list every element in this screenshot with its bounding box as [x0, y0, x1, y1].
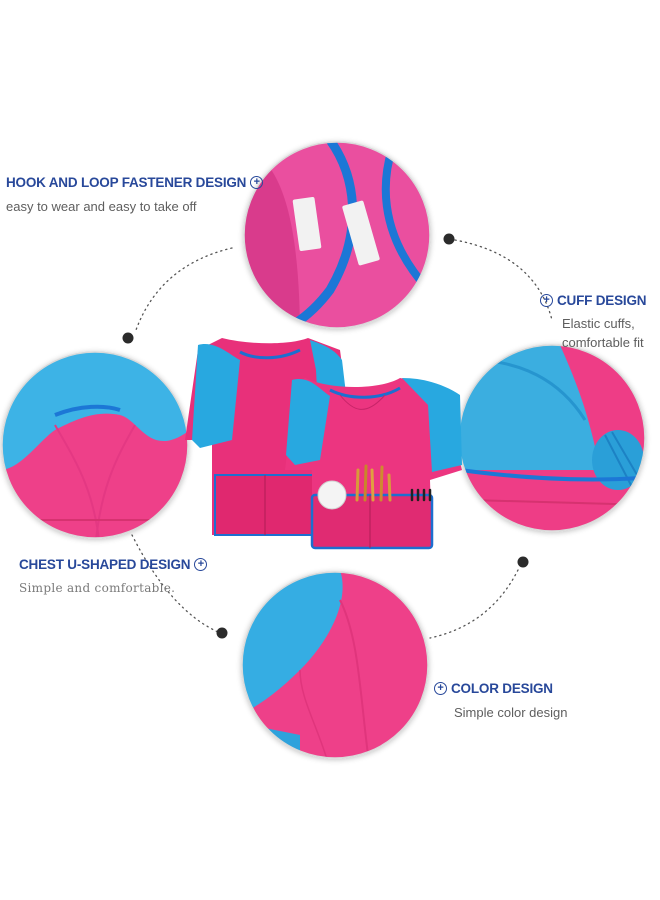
plus-circle-icon: +: [250, 176, 264, 189]
cuff-desc-line-1: Elastic cuffs,: [562, 316, 635, 331]
color-closeup: [241, 571, 429, 759]
chest-closeup: [1, 351, 189, 539]
hook-loop-title: HOOK AND LOOP FASTENER DESIGN +: [6, 175, 264, 190]
chest-callout: CHEST U-SHAPED DESIGN + Simple and comfo…: [19, 557, 208, 595]
chest-title: CHEST U-SHAPED DESIGN +: [19, 557, 208, 572]
plus-circle-icon: +: [434, 682, 447, 695]
color-desc: Simple color design: [454, 705, 568, 720]
dot-marker-icon: [122, 233, 529, 639]
hook-loop-closeup: [243, 141, 431, 329]
cuff-desc-line-2: comfortable fit: [562, 335, 644, 350]
color-title: + COLOR DESIGN: [434, 681, 567, 696]
smock-front: [285, 378, 462, 550]
plus-circle-icon: +: [194, 558, 208, 571]
hook-loop-title-text: HOOK AND LOOP FASTENER DESIGN: [6, 175, 247, 190]
chest-desc: Simple and comfortable.: [19, 581, 176, 595]
cuff-title-text: CUFF DESIGN: [557, 293, 647, 308]
paintbrush-icon: [355, 464, 432, 502]
cuff-closeup: [458, 344, 646, 532]
cuff-callout: + CUFF DESIGN Elastic cuffs, comfortable…: [540, 293, 647, 352]
hook-loop-callout: HOOK AND LOOP FASTENER DESIGN + easy to …: [6, 175, 264, 214]
color-callout: + COLOR DESIGN Simple color design: [434, 681, 567, 720]
plus-circle-icon: +: [540, 294, 553, 307]
hook-loop-desc: easy to wear and easy to take off: [6, 199, 197, 214]
color-title-text: COLOR DESIGN: [451, 681, 553, 696]
cuff-desc: Elastic cuffs, comfortable fit: [562, 314, 646, 352]
cuff-title: + CUFF DESIGN: [540, 293, 647, 308]
chest-title-text: CHEST U-SHAPED DESIGN: [19, 557, 191, 572]
